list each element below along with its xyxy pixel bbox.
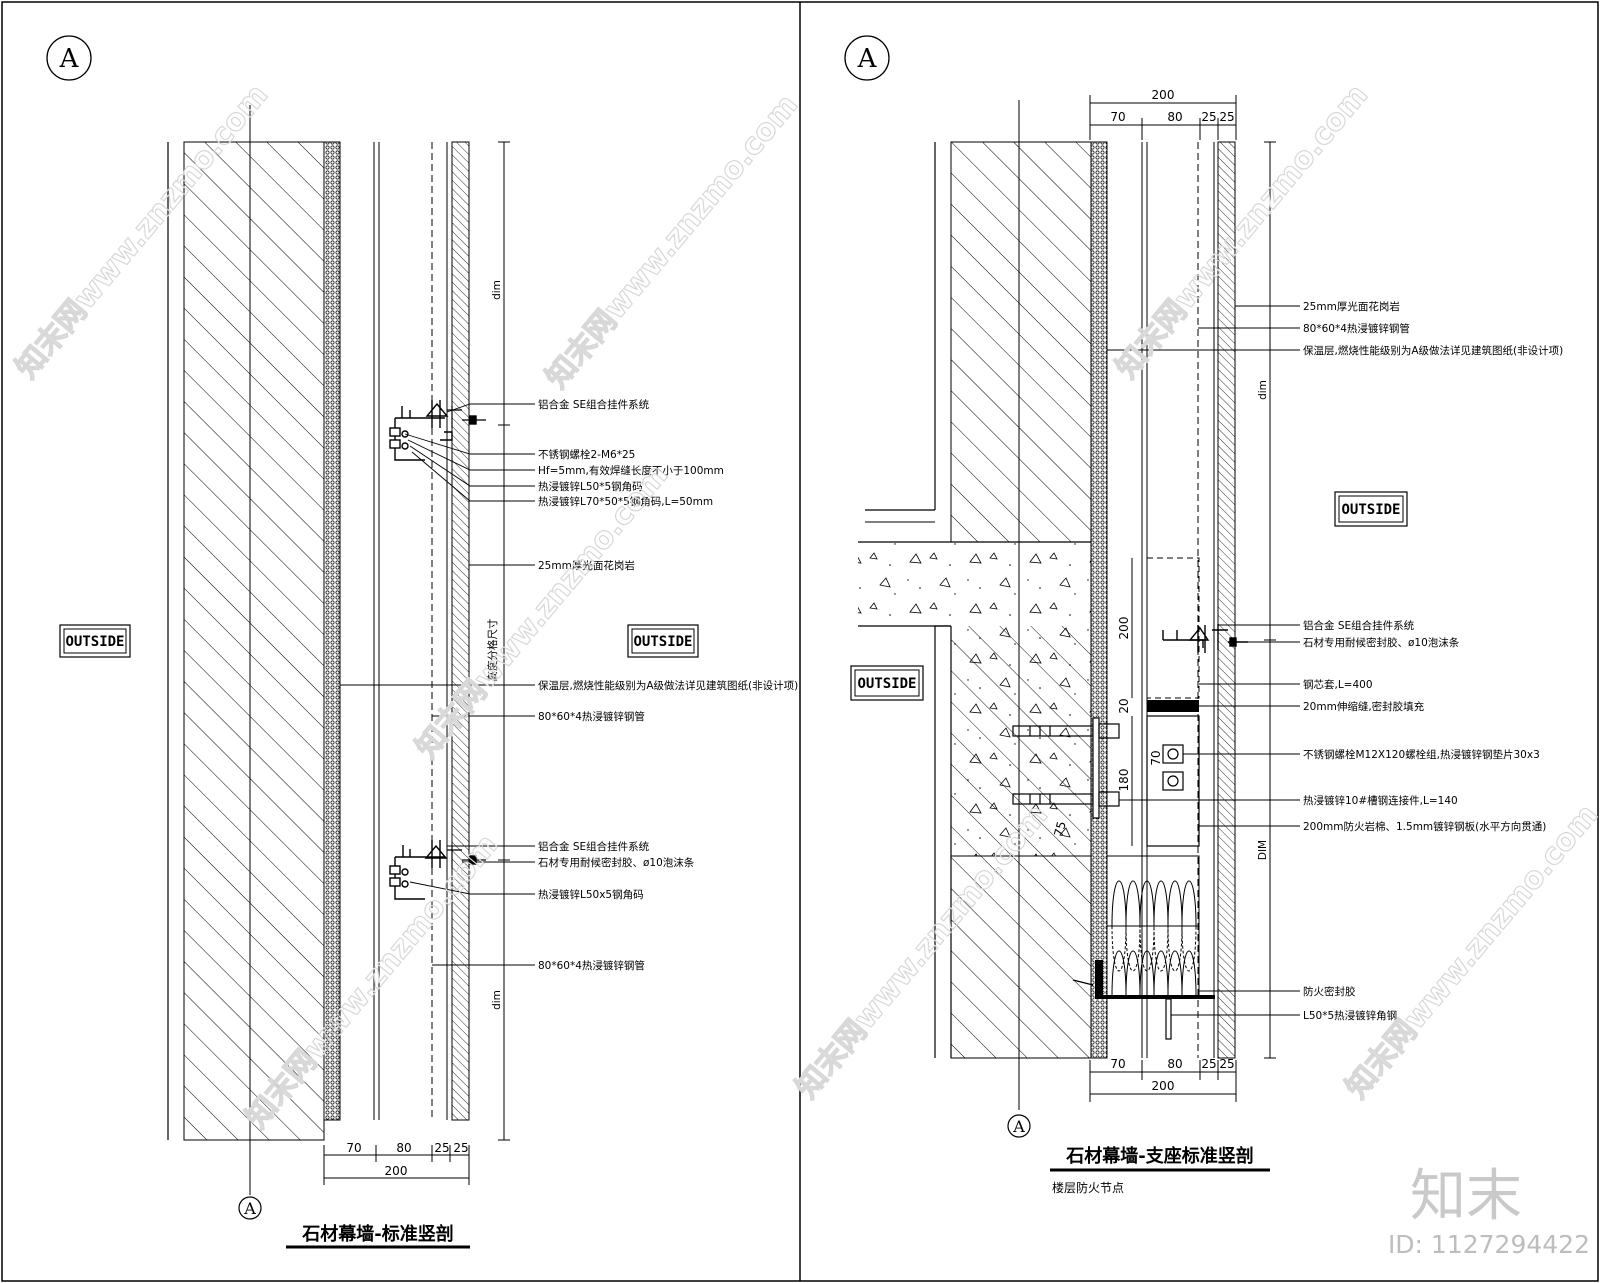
right-label-9: 热浸镀锌10#槽钢连接件,L=140: [1303, 794, 1458, 807]
left-dim-80: 80: [396, 1141, 411, 1155]
right-label-4: 铝合金 SE组合挂件系统: [1303, 619, 1415, 632]
right-vdim-75: 75: [1051, 820, 1068, 838]
right-label-3: 保温层,燃烧性能级别为A级做法详见建筑图纸(非设计项): [1303, 344, 1563, 357]
insulation-layer: [323, 141, 341, 1121]
outside-tag-right-box-r: [1334, 491, 1408, 527]
left-label-1: 铝合金 SE组合挂件系统: [538, 398, 650, 411]
right-label-10: 200mm防火岩棉、1.5mm镀锌钢板(水平方向贯通): [1303, 820, 1546, 833]
right-bottom-dims-lines: [1089, 1060, 1237, 1102]
left-label-8: 80*60*4热浸镀锌钢管: [538, 710, 645, 723]
left-label-4: 热浸镀锌L50*5钢角码: [538, 480, 643, 493]
insulation-layer-right: [1090, 141, 1108, 1059]
left-label-7: 保温层,燃烧性能级别为A级做法详见建筑图纸(非设计项): [538, 679, 798, 692]
left-label-10: 石材专用耐候密封胶、ø10泡沫条: [538, 856, 695, 869]
right-top-dim-25b: 25: [1219, 110, 1234, 124]
axis-bubble-bottom-right: [1007, 1114, 1031, 1138]
right-top-dim-200: 200: [1152, 88, 1175, 102]
vertical-dim-lower: dim: [491, 990, 503, 1010]
outside-tag-left: OUTSIDE: [65, 634, 124, 650]
outside-tag-right-box: [627, 624, 699, 658]
upper-wall-hatch: [950, 141, 1092, 543]
left-dim-70: 70: [346, 1141, 361, 1155]
right-vdim-20: 20: [1117, 698, 1131, 713]
right-vdim-70: 70: [1149, 750, 1163, 765]
expansion-joint: [1147, 700, 1199, 712]
left-bottom-dims-lines: [323, 1145, 470, 1185]
granite-panel-hatch: [451, 141, 470, 1121]
bracket-lower: [389, 840, 486, 900]
right-bottom-dim-70: 70: [1110, 1057, 1125, 1071]
vertical-dim-middle: 高度分格尺寸: [486, 619, 499, 682]
right-vertical-dim-upper: dim: [1257, 380, 1269, 400]
outside-tag-left-box: [59, 624, 131, 658]
watermark-logo: 知末: [1410, 1164, 1522, 1229]
angle-steel: [1165, 998, 1172, 1040]
outside-tag-left-box-r: [850, 665, 924, 701]
right-top-dims-lines: [1089, 95, 1237, 140]
left-dim-25b: 25: [453, 1141, 468, 1155]
right-label-11: 防火密封胶: [1303, 985, 1356, 998]
left-leaders: [340, 403, 535, 966]
watermark-diagonal-3: 知末网www.znzmo.com: [1109, 78, 1375, 385]
granite-panel-right: [1217, 141, 1236, 1059]
right-label-12: L50*5热浸镀锌角钢: [1303, 1009, 1397, 1022]
left-panel: A A: [46, 35, 798, 1249]
fire-rock-wool: [1106, 855, 1200, 999]
left-dim-200: 200: [385, 1164, 408, 1178]
left-dim-25a: 25: [434, 1141, 449, 1155]
right-top-dim-25a: 25: [1201, 110, 1216, 124]
right-vdim-200: 200: [1117, 617, 1131, 640]
right-top-dim-80: 80: [1167, 110, 1182, 124]
right-label-5: 石材专用耐候密封胶、ø10泡沫条: [1303, 636, 1460, 649]
outside-tag-right: OUTSIDE: [633, 634, 692, 650]
watermark-id: ID: 1127294422: [1388, 1230, 1590, 1259]
outside-tag-right-panel: OUTSIDE: [1341, 502, 1400, 518]
left-title: 石材幕墙-标准竖剖: [301, 1223, 453, 1245]
right-label-2: 80*60*4热浸镀锌钢管: [1303, 322, 1410, 335]
anchor-bolts: [1012, 717, 1120, 819]
bracket-right: [1162, 624, 1248, 653]
lower-wall-hatch: [950, 855, 1092, 1059]
right-label-7: 20mm伸缩缝,密封胶填充: [1303, 700, 1425, 713]
right-bottom-dim-25a: 25: [1201, 1057, 1216, 1071]
axis-bubble-bottom-right-label: A: [1012, 1117, 1025, 1136]
watermark-diagonal-7: 知末网www.znzmo.com: [1339, 798, 1600, 1105]
axis-bubble-top-right-label: A: [857, 44, 878, 74]
outside-tag-left-panel: OUTSIDE: [857, 676, 916, 692]
right-label-1: 25mm厚光面花岗岩: [1303, 300, 1400, 313]
watermark-diagonal-2: 知末网www.znzmo.com: [539, 88, 805, 395]
axis-bubble-top-left: [46, 35, 92, 81]
floor-slab-concrete: [858, 542, 1091, 626]
channel-connector: [1146, 715, 1200, 847]
vertical-dim-upper: dim: [491, 280, 503, 300]
left-label-6: 25mm厚光面花岗岩: [538, 559, 635, 572]
axis-bubble-bottom-left-label: A: [243, 1199, 256, 1218]
right-label-6: 钢芯套,L=400: [1303, 678, 1373, 691]
right-vertical-dim-lower: DIM: [1257, 840, 1269, 860]
right-subtitle: 楼层防火节点: [1052, 1180, 1124, 1195]
left-label-12: 80*60*4热浸镀锌钢管: [538, 959, 645, 972]
right-bottom-dim-25b: 25: [1219, 1057, 1234, 1071]
right-bottom-dim-200: 200: [1152, 1079, 1175, 1093]
steel-core-sleeve: [1146, 557, 1200, 699]
axis-bubble-top-left-label: A: [59, 44, 80, 74]
concrete-wall-hatch: [183, 141, 325, 1141]
axis-bubble-top-right: [844, 35, 890, 81]
axis-bubble-bottom-left: [238, 1196, 262, 1220]
left-label-2: 不锈钢螺栓2-M6*25: [538, 448, 635, 461]
left-label-3: Hf=5mm,有效焊缝长度不小于100mm: [538, 464, 724, 477]
right-vdim-180: 180: [1117, 769, 1131, 792]
right-leaders: [1107, 305, 1300, 1016]
right-label-8: 不锈钢螺栓M12X120螺栓组,热浸镀锌钢垫片30x3: [1303, 748, 1540, 761]
left-label-9: 铝合金 SE组合挂件系统: [538, 840, 650, 853]
right-top-dim-70: 70: [1110, 110, 1125, 124]
bracket-upper: [389, 400, 486, 461]
left-label-5: 热浸镀锌L70*50*5钢角码,L=50mm: [538, 495, 713, 508]
left-label-11: 热浸镀锌L50x5钢角码: [538, 888, 644, 901]
right-title: 石材幕墙-支座标准竖剖: [1065, 1145, 1253, 1167]
right-bottom-dim-80: 80: [1167, 1057, 1182, 1071]
right-panel: A 200 70 80 25 25: [844, 35, 1563, 1195]
